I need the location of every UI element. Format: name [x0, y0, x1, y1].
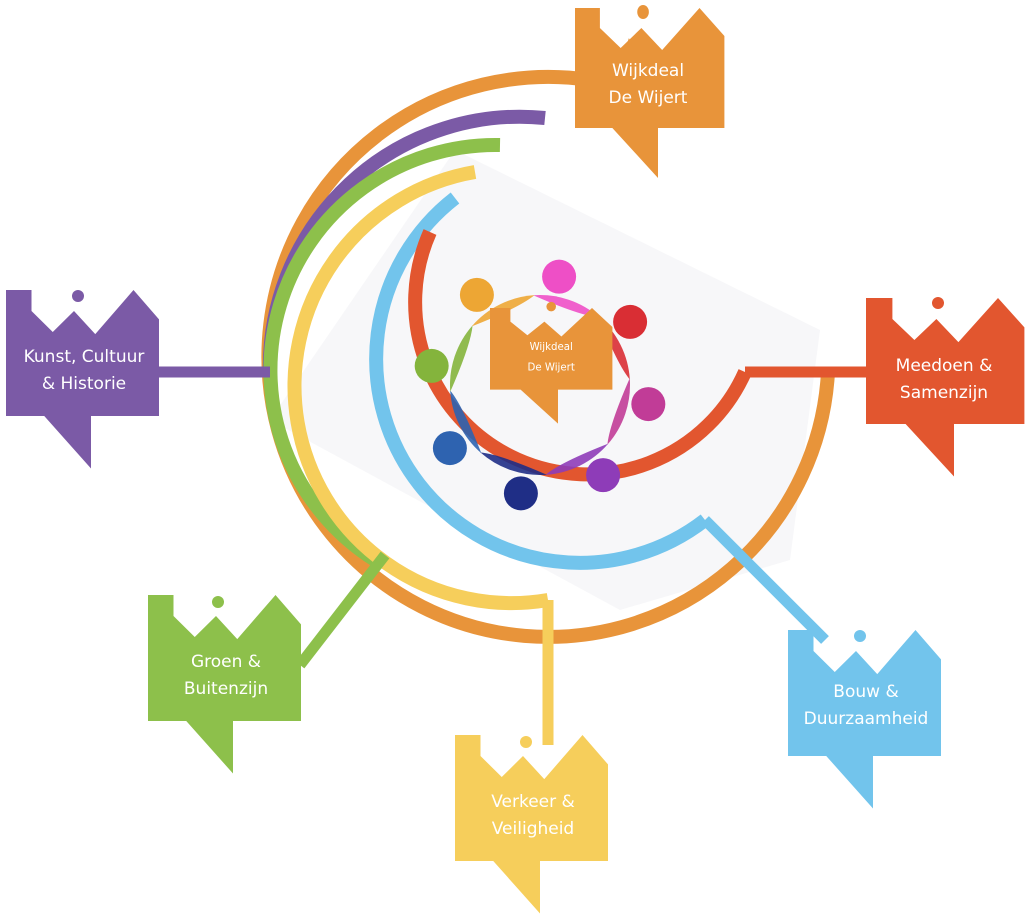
topic-left-line2: & Historie [42, 374, 126, 394]
center-line1: Wijkdeal [530, 342, 573, 353]
arc-yellow [287, 165, 550, 611]
person-head-icon [503, 476, 538, 511]
person-body [533, 295, 600, 318]
connector-blue [701, 516, 829, 644]
arc-green [263, 137, 501, 566]
topic-top-line2: De Wijert [609, 88, 688, 108]
connector-green [295, 551, 390, 669]
person-icon [854, 630, 866, 642]
person-body [607, 378, 630, 445]
person-head-icon [432, 431, 467, 466]
topic-yellow-line2: Veiligheid [492, 819, 574, 839]
center-line2: De Wijert [528, 363, 575, 374]
arc-red [408, 229, 752, 482]
people-ring [414, 259, 666, 511]
person-icon [72, 290, 84, 302]
person-head-icon [586, 458, 621, 493]
center-card: Wijkdeal De Wijert [490, 301, 613, 424]
person-head-icon [631, 387, 666, 422]
person-icon [212, 596, 224, 608]
tree-icon [624, 38, 634, 50]
topic-yellow-line1: Verkeer & [491, 792, 575, 812]
person-icon [520, 736, 532, 748]
person-icon [932, 297, 944, 309]
person-head-icon [613, 304, 648, 339]
arc-rings [261, 69, 835, 644]
arc-blue [369, 192, 710, 570]
topic-right-line2: Samenzijn [900, 383, 988, 403]
person-body [480, 452, 547, 475]
person-icon [637, 5, 649, 19]
person-head-icon [459, 277, 494, 312]
topic-right-line1: Meedoen & [896, 356, 993, 376]
person-body [450, 325, 473, 392]
connectors [150, 366, 870, 745]
topic-card-top [575, 5, 725, 178]
person-body [450, 390, 482, 454]
topic-green-line2: Buitenzijn [184, 679, 268, 699]
person-head-icon [414, 348, 449, 383]
person-head-icon [542, 259, 577, 294]
topic-top-line1: Wijkdeal [612, 61, 684, 81]
topic-left-line1: Kunst, Cultuur [24, 347, 145, 367]
person-body [545, 443, 609, 475]
topic-green-line1: Groen & [191, 652, 261, 672]
topic-blue-line2: Duurzaamheid [804, 709, 929, 729]
topic-blue-line1: Bouw & [833, 682, 898, 702]
